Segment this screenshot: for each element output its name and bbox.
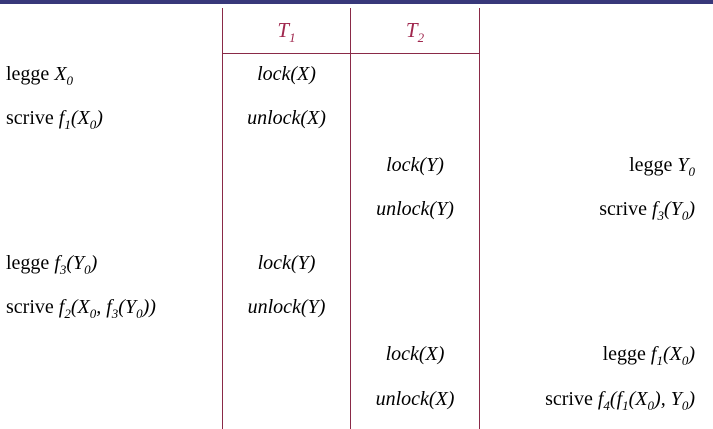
left-operation-part: scrive: [6, 107, 59, 129]
header-underline: [222, 53, 480, 54]
right-operation-part: 1: [622, 398, 629, 413]
left-operation-part: 3: [59, 262, 67, 277]
left-operation-part: f: [58, 296, 65, 318]
row-2-left-operation: scrive f1(X0): [6, 106, 103, 132]
right-operation-part: 0: [681, 398, 689, 413]
right-operation-part: (X: [662, 343, 682, 365]
right-operation-part: 0: [681, 353, 689, 368]
row-2-t1-action: unlock(X): [247, 107, 326, 129]
right-operation-part: f: [651, 198, 658, 220]
right-operation-part: (Y: [664, 198, 682, 220]
header-t2: T2: [405, 18, 425, 45]
right-operation-part: (f: [609, 388, 623, 410]
right-operation-part: 1: [656, 353, 663, 368]
left-operation-part: )): [142, 296, 156, 318]
right-operation-part: scrive: [599, 198, 652, 220]
row-3-right-operation: legge Y0: [629, 153, 696, 179]
left-operation-part: legge: [6, 63, 55, 85]
left-operation-part: (Y: [118, 296, 137, 318]
left-operation-part: (X: [70, 107, 90, 129]
left-operation-part: f: [54, 252, 60, 274]
left-operation-part: 0: [89, 306, 97, 321]
left-operation-part: ): [96, 107, 103, 129]
right-operation-part: legge: [602, 343, 651, 365]
row-4-right-operation: scrive f3(Y0): [599, 197, 695, 223]
right-operation-part: ): [688, 343, 695, 365]
left-operation-part: legge: [6, 252, 55, 274]
row-6-t1-action: unlock(Y): [247, 296, 326, 318]
left-operation-part: scrive: [6, 296, 59, 318]
right-operation-part: 3: [657, 208, 665, 223]
left-operation-part: f: [58, 107, 65, 129]
row-4-t2-action: unlock(Y): [376, 198, 454, 220]
right-operation-part: (X: [628, 388, 648, 410]
row-8-right-operation: scrive f4(f1(X0), Y0): [545, 387, 695, 413]
row-8-t2-action: unlock(X): [375, 388, 455, 410]
left-operation-part: 0: [66, 73, 74, 88]
left-operation-part: 2: [64, 306, 71, 321]
left-operation-part: (X: [70, 296, 90, 318]
left-operation-part: , f: [96, 296, 112, 318]
row-1-t1-action: lock(X): [257, 63, 316, 85]
column-divider-left: [222, 8, 223, 429]
row-1-left-operation: legge X0: [6, 62, 74, 88]
left-operation-part: X: [54, 63, 67, 85]
left-operation-part: 0: [89, 117, 97, 132]
left-operation-part: ): [90, 252, 98, 274]
row-6-left-operation: scrive f2(X0, f3(Y0)): [6, 295, 156, 321]
right-operation-part: ): [688, 198, 695, 220]
right-operation-part: Y: [677, 154, 689, 176]
right-operation-part: legge: [629, 154, 678, 176]
left-operation-part: 1: [64, 117, 71, 132]
row-7-right-operation: legge f1(X0): [602, 342, 695, 368]
right-operation-part: ): [688, 388, 695, 410]
left-operation-part: 0: [136, 306, 143, 321]
column-divider-middle: [350, 8, 351, 429]
left-operation-part: 0: [84, 262, 91, 277]
top-bar: [0, 0, 713, 4]
right-operation-part: 0: [647, 398, 655, 413]
row-5-t1-action: lock(Y): [257, 252, 316, 274]
column-divider-right: [479, 8, 480, 429]
row-5-left-operation: legge f3(Y0): [6, 251, 98, 277]
right-operation-part: f: [597, 388, 604, 410]
row-3-t2-action: lock(Y): [386, 154, 444, 176]
right-operation-part: 4: [603, 398, 610, 413]
right-operation-part: scrive: [545, 388, 598, 410]
right-operation-part: f: [650, 343, 657, 365]
right-operation-part: 0: [688, 164, 696, 179]
left-operation-part: (Y: [66, 252, 85, 274]
row-7-t2-action: lock(X): [385, 343, 445, 365]
left-operation-part: 3: [111, 306, 119, 321]
right-operation-part: 0: [681, 208, 689, 223]
right-operation-part: ), Y: [654, 388, 682, 410]
header-t1: T1: [277, 18, 296, 45]
